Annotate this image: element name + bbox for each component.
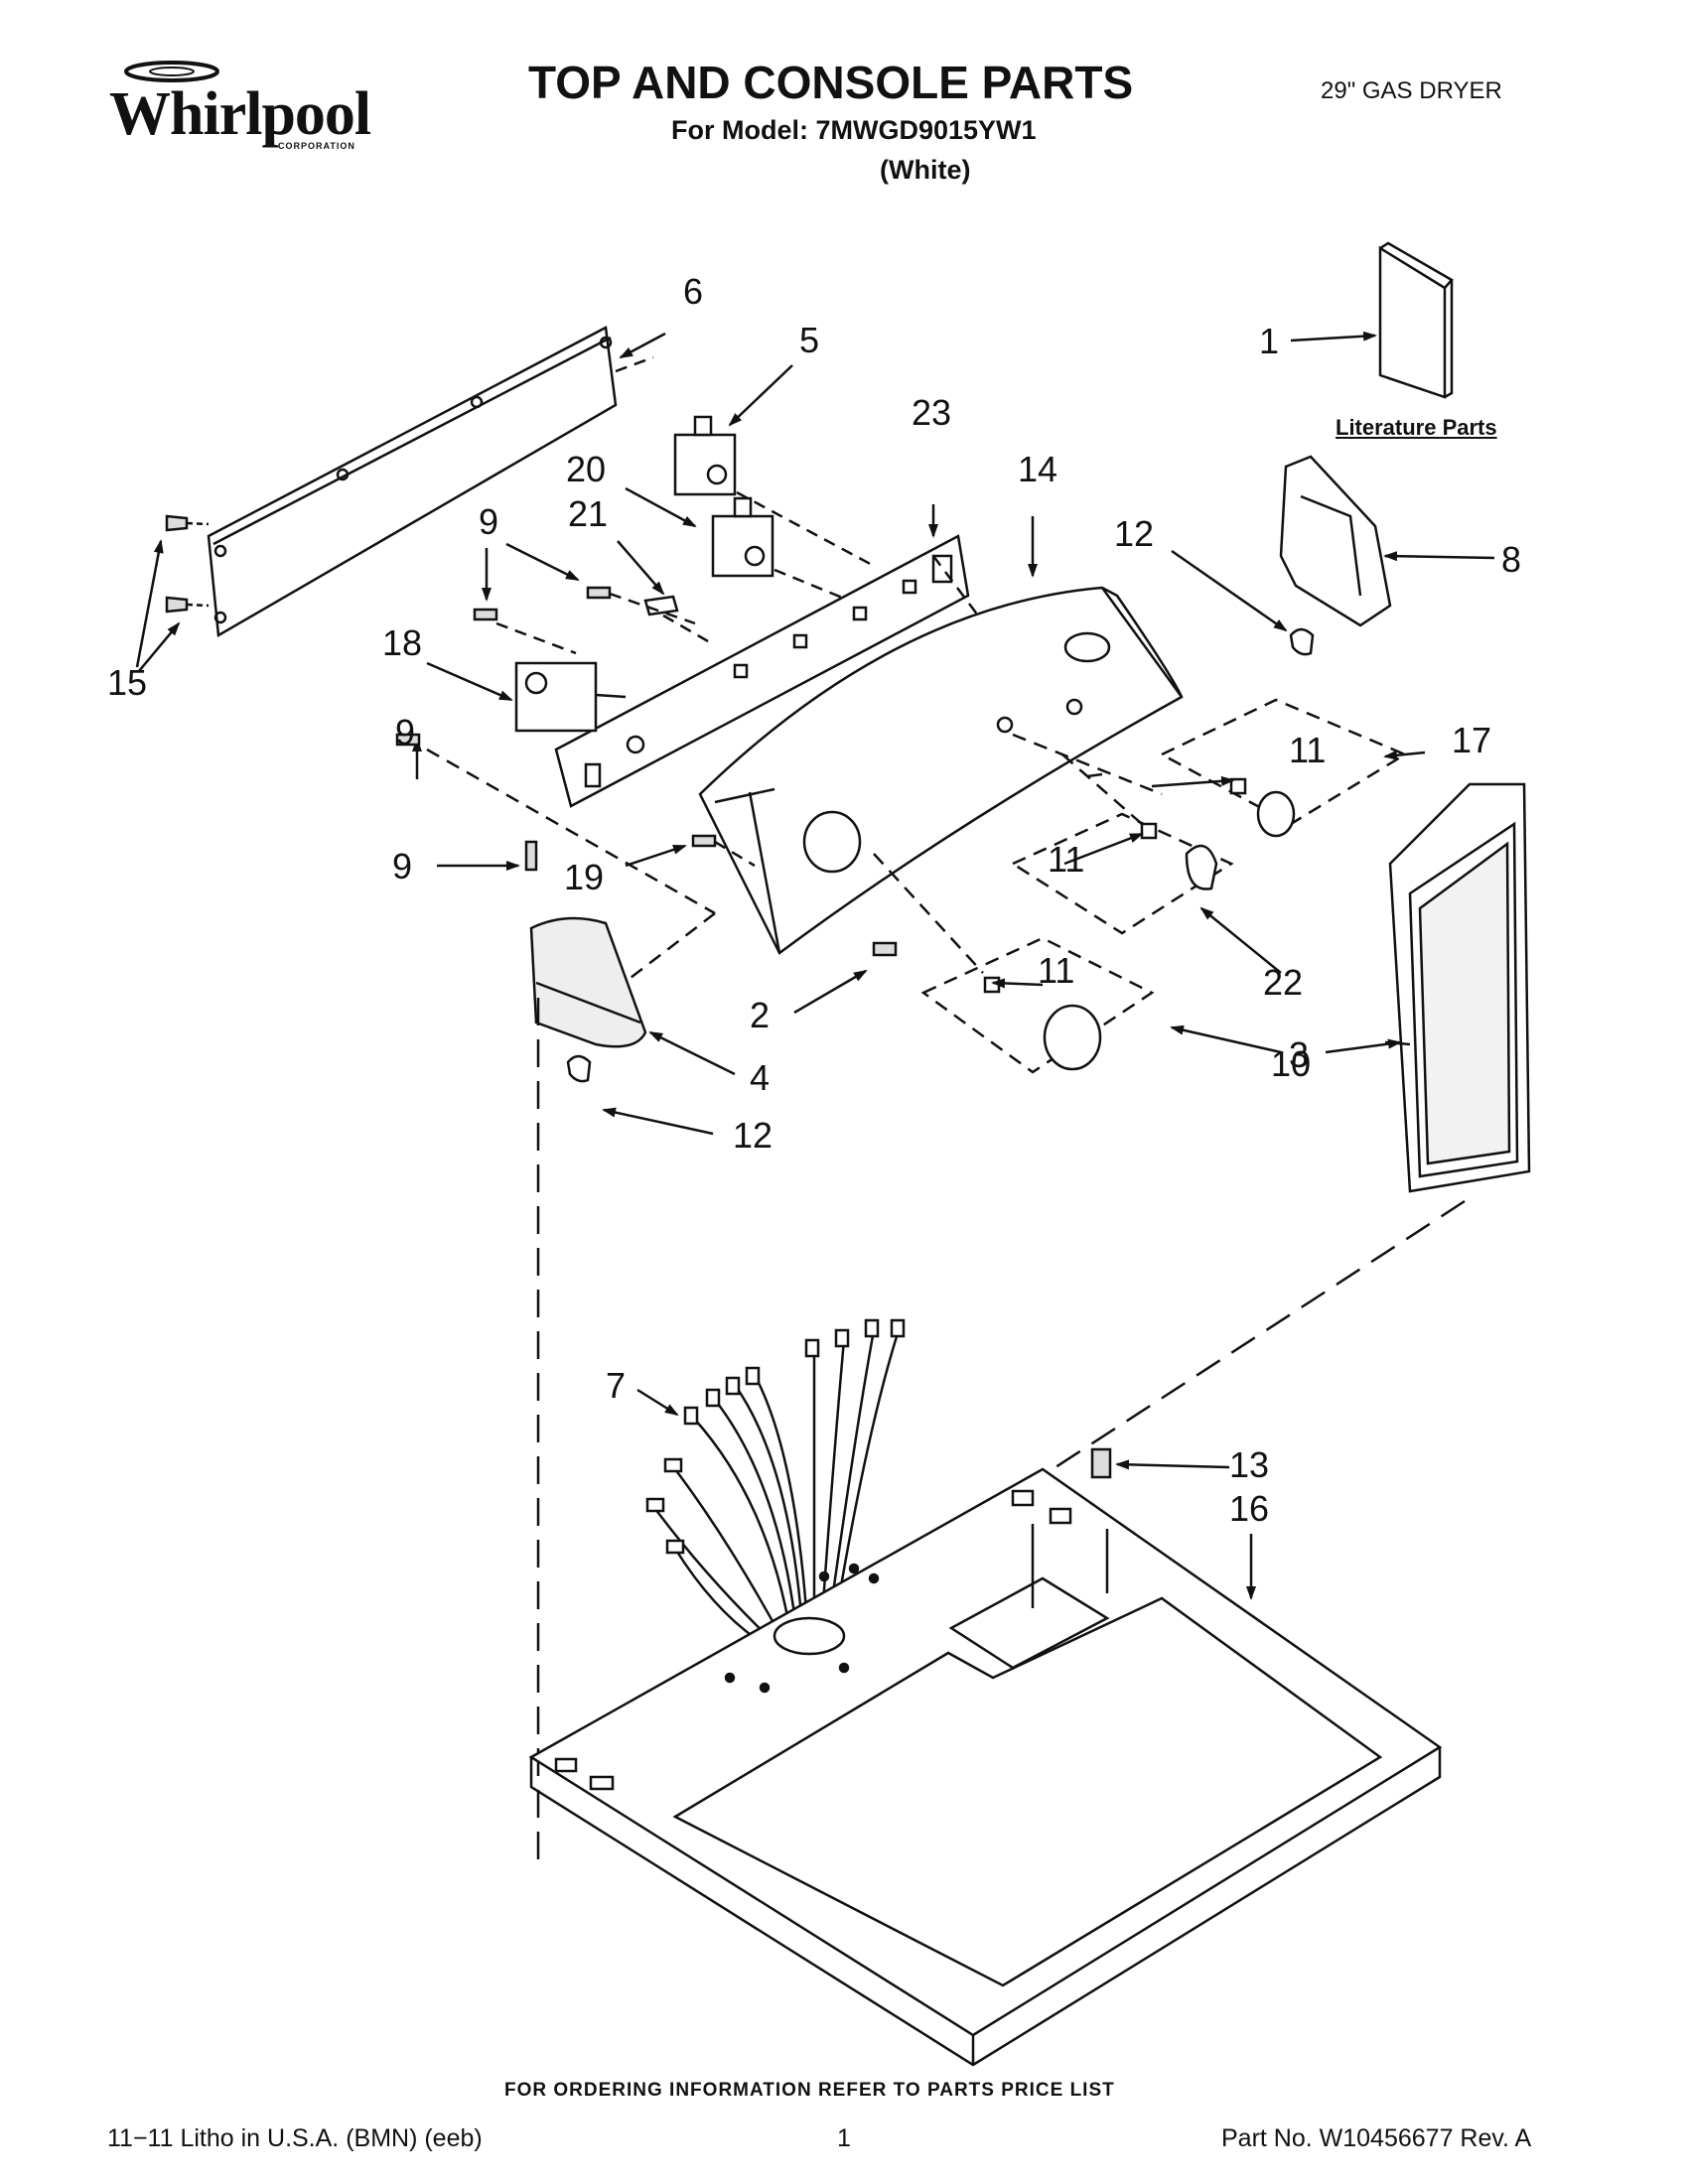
color-line: (White): [880, 155, 971, 185]
part-15-screws: [165, 514, 210, 614]
page-title: TOP AND CONSOLE PARTS: [528, 57, 1134, 108]
part-3-knob-assembly: [920, 936, 1155, 1074]
callout-1: 1: [1259, 321, 1280, 361]
callout-8: 8: [1501, 539, 1522, 580]
callout-11b: 11: [1048, 839, 1085, 880]
part-19-screw: [691, 834, 717, 848]
part-number: Part No. W10456677 Rev. A: [1221, 2124, 1532, 2152]
part-5-switch: [673, 415, 737, 496]
callout-21: 21: [568, 493, 609, 534]
model-line: For Model: 7MWGD9015YW1: [671, 115, 1037, 145]
part-12-clip-upper: [1289, 627, 1315, 656]
part-17-knob-assembly: [1159, 698, 1408, 838]
callout-10: 10: [1271, 1043, 1312, 1084]
part-1-literature: [1378, 241, 1454, 399]
product-type: 29" GAS DRYER: [1321, 77, 1502, 104]
callout-20: 20: [566, 449, 607, 489]
logo-subtitle: CORPORATION: [278, 141, 355, 151]
whirlpool-logo: Whirlpool CORPORATION: [109, 58, 377, 157]
callout-4: 4: [750, 1057, 771, 1098]
callout-22: 22: [1263, 962, 1304, 1003]
callout-6: 6: [683, 271, 704, 312]
part-13-screw: [1090, 1447, 1112, 1479]
callout-11a: 11: [1289, 730, 1327, 770]
part-14-console-panel: [698, 586, 1184, 955]
callout-18: 18: [382, 622, 423, 663]
callout-17: 17: [1452, 720, 1492, 760]
ordering-note: FOR ORDERING INFORMATION REFER TO PARTS …: [504, 2080, 1115, 2101]
part-18-timer: [514, 661, 627, 733]
callout-19: 19: [564, 857, 605, 897]
callout-11c: 11: [1038, 950, 1075, 991]
part-22-knob-assembly: [1010, 812, 1234, 935]
part-9-screw-a: [473, 608, 498, 621]
part-16-top-panel: [528, 1467, 1443, 2067]
part-20-switch: [711, 496, 774, 578]
callout-3: 3: [1289, 1034, 1310, 1075]
part-9-screw-top: [395, 733, 421, 747]
part-8-bracket: [1279, 455, 1392, 627]
callout-23: 23: [912, 392, 952, 433]
callout-7: 7: [606, 1365, 627, 1406]
part-9-screw-b: [586, 586, 612, 600]
page-number: 1: [837, 2124, 851, 2152]
literature-parts-label: Literature Parts: [1336, 415, 1497, 440]
litho-note: 11−11 Litho in U.S.A. (BMN) (eeb): [107, 2124, 483, 2152]
part-10-lint-screen: [1388, 782, 1531, 1193]
callout-14: 14: [1018, 449, 1058, 489]
callout-12b: 12: [733, 1115, 774, 1156]
part-12-clip-lower: [566, 1054, 592, 1083]
callout-15: 15: [107, 662, 148, 703]
part-21-clip: [643, 595, 679, 616]
part-2-screw: [872, 941, 898, 957]
callout-12a: 12: [1114, 513, 1155, 554]
callout-2: 2: [750, 995, 771, 1035]
callout-9c: 9: [395, 712, 416, 752]
callout-13: 13: [1229, 1444, 1270, 1485]
callout-16: 16: [1229, 1488, 1270, 1529]
logo-wordmark: Whirlpool: [109, 80, 371, 148]
part-4-end-cap: [529, 916, 647, 1048]
part-9-screw-c: [524, 840, 538, 872]
callout-5: 5: [799, 320, 820, 360]
part-6-console-rear-panel: [207, 326, 618, 638]
part-23-console-backplate: [554, 534, 970, 808]
callout-9b: 9: [392, 846, 413, 887]
logo-swirl-icon: [124, 61, 219, 82]
callout-9a: 9: [479, 501, 499, 542]
